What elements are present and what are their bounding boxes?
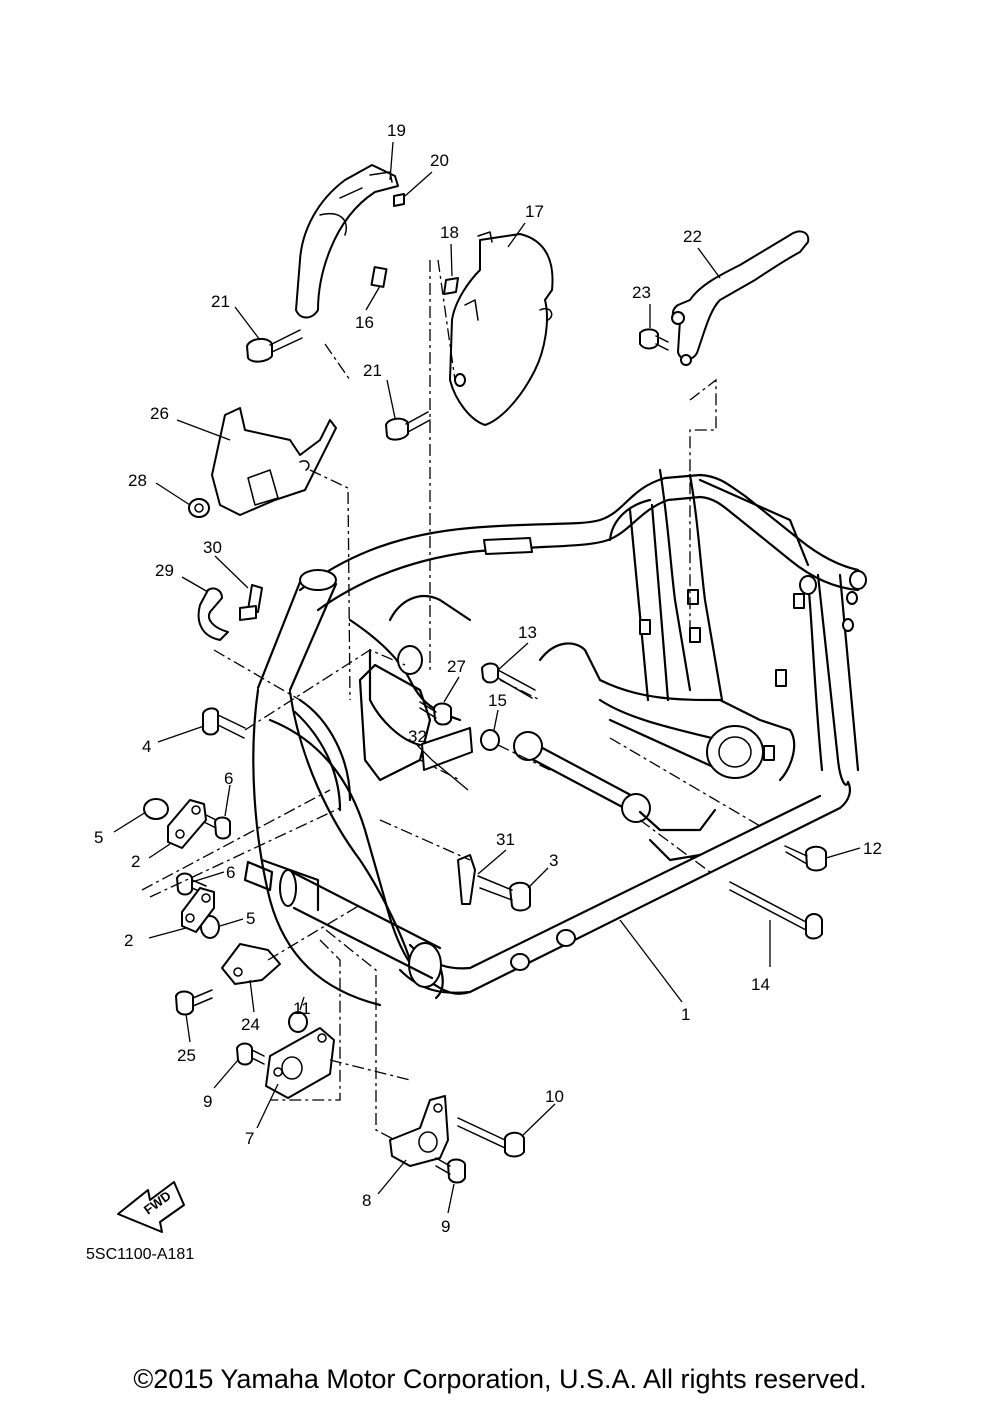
callout-6b: 6 [226, 863, 235, 882]
part-17-cover [449, 233, 554, 426]
callout-26: 26 [150, 404, 169, 423]
callout-31: 31 [496, 830, 515, 849]
callout-29: 29 [155, 561, 174, 580]
callout-11: 11 [293, 999, 311, 1018]
part-29-clamp [197, 587, 229, 641]
callout-24: 24 [241, 1015, 260, 1034]
callout-4: 4 [142, 737, 151, 756]
callout-14: 14 [751, 975, 770, 994]
callout-6a: 6 [224, 769, 233, 788]
drawing-code: 5SC1100-A181 [86, 1246, 194, 1263]
part-22-stay [672, 230, 810, 361]
callout-leaders [113, 141, 861, 1214]
part-20-label [393, 193, 405, 207]
callout-13: 13 [518, 623, 537, 642]
callout-19: 19 [387, 121, 406, 140]
part-30-bolt [247, 584, 263, 613]
callout-8: 8 [362, 1191, 371, 1210]
callout-9b: 9 [441, 1217, 450, 1236]
fwd-arrow-icon: FWD [117, 1181, 185, 1233]
part-28-grommet [188, 498, 210, 518]
part-18-label [443, 277, 459, 295]
callout-7: 7 [245, 1129, 254, 1148]
callout-10: 10 [545, 1087, 564, 1106]
callout-21b: 21 [363, 361, 382, 380]
assembly-lines [141, 259, 761, 1141]
callout-30: 30 [203, 538, 222, 557]
callout-28: 28 [128, 471, 147, 490]
part-26-bracket [211, 407, 337, 516]
callout-3: 3 [549, 851, 558, 870]
callout-27: 27 [447, 657, 466, 676]
callout-9a: 9 [203, 1092, 212, 1111]
part-16 [370, 266, 388, 288]
copyright-notice: ©2015 Yamaha Motor Corporation, U.S.A. A… [133, 1364, 867, 1394]
callout-2a: 2 [131, 852, 140, 871]
callout-12: 12 [863, 839, 882, 858]
main-frame [243, 468, 867, 1007]
callout-labels: 19 20 17 18 22 23 21 16 21 26 28 30 29 1… [94, 121, 882, 1236]
callout-20: 20 [430, 151, 449, 170]
callout-32: 32 [408, 727, 427, 746]
callout-18: 18 [440, 223, 459, 242]
callout-15: 15 [488, 691, 507, 710]
callout-22: 22 [683, 227, 702, 246]
callout-1: 1 [681, 1005, 690, 1024]
callout-21a: 21 [211, 292, 230, 311]
part-32-label [421, 727, 473, 771]
callout-16: 16 [355, 313, 374, 332]
callout-25: 25 [177, 1046, 196, 1065]
part-19-bracket [295, 164, 399, 319]
callout-5a: 5 [94, 828, 103, 847]
callout-17: 17 [525, 202, 544, 221]
callout-23: 23 [632, 283, 651, 302]
callout-2b: 2 [124, 931, 133, 950]
fasteners [143, 328, 827, 1184]
callout-5b: 5 [246, 909, 255, 928]
